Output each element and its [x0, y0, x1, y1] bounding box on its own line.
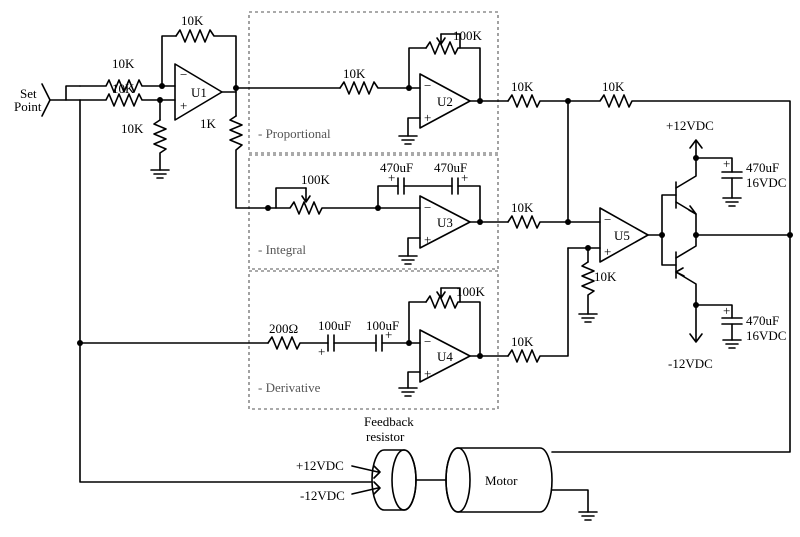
- u2-ground: [398, 117, 421, 145]
- u1-feedback-resistor: [161, 29, 237, 89]
- svg-text:+: +: [424, 110, 431, 125]
- u5-opamp: − +: [599, 207, 649, 263]
- u3-input-pot-label: 100K: [301, 172, 331, 187]
- bottom-cap-voltage: 16VDC: [746, 328, 786, 343]
- u2-ref: U2: [437, 94, 453, 109]
- npn-transistor: [675, 157, 697, 236]
- svg-text:+: +: [461, 170, 468, 185]
- u1-output-resistor: [229, 115, 269, 209]
- derivative-cap2-label: 100uF: [366, 318, 399, 333]
- u4-opamp: − +: [419, 329, 471, 383]
- derivative-cap1-label: 100uF: [318, 318, 351, 333]
- u5-feedback-resistor: [567, 94, 791, 233]
- u3-cap2-label: 470uF: [434, 160, 467, 175]
- derivative-output-resistor: [507, 247, 569, 363]
- u1-ground-resistor: [150, 99, 170, 179]
- top-cap-value: 470uF: [746, 160, 779, 175]
- set-point-label-line1: Set: [20, 86, 37, 101]
- svg-text:−: −: [180, 67, 187, 82]
- svg-text:+: +: [723, 156, 730, 171]
- u1-input-resistor-top: [79, 79, 163, 93]
- proportional-input-resistor-label: 10K: [343, 66, 366, 81]
- derivative-capacitors: + +: [318, 327, 421, 359]
- svg-text:+: +: [723, 303, 730, 318]
- u3-feedback-capacitors: + +: [377, 170, 481, 221]
- integral-output-resistor: [507, 215, 569, 229]
- pnp-transistor: [675, 234, 697, 306]
- svg-text:+: +: [180, 98, 187, 113]
- feedback-positive-label: +12VDC: [296, 458, 344, 473]
- integral-section-label: - Integral: [258, 242, 306, 257]
- set-point-label-line2: Point: [14, 99, 42, 114]
- u1-feedback-resistor-label: 10K: [181, 13, 204, 28]
- set-point-input: [41, 83, 81, 117]
- svg-text:−: −: [604, 212, 611, 227]
- proportional-output-resistor-label: 10K: [511, 79, 534, 94]
- positive-rail-label: +12VDC: [666, 118, 714, 133]
- u1-input-resistor-top-label: 10K: [112, 56, 135, 71]
- svg-text:+: +: [604, 244, 611, 259]
- svg-text:+: +: [424, 366, 431, 381]
- u5-ground-resistor-label: 10K: [594, 269, 617, 284]
- positive-rail: +: [689, 139, 743, 207]
- u3-ground: [398, 237, 421, 265]
- derivative-input-resistor-label: 200Ω: [269, 321, 298, 336]
- svg-text:−: −: [424, 334, 431, 349]
- integral-section-box: [248, 154, 499, 270]
- derivative-section-label: - Derivative: [258, 380, 321, 395]
- u1-input-resistor-bottom-label: 10K: [112, 81, 135, 96]
- feedback-negative-label: -12VDC: [300, 488, 345, 503]
- u3-opamp: − +: [419, 195, 471, 249]
- u5-ground-resistor: [578, 247, 598, 323]
- svg-text:+: +: [318, 344, 325, 359]
- negative-rail-label: -12VDC: [668, 356, 713, 371]
- bottom-cap-value: 470uF: [746, 313, 779, 328]
- u2-feedback-pot: [408, 33, 481, 101]
- feedback-resistor-label-line1: Feedback: [364, 414, 414, 429]
- svg-text:−: −: [424, 78, 431, 93]
- u4-ground: [398, 371, 421, 397]
- negative-rail: +: [689, 303, 743, 349]
- proportional-input-resistor: [339, 81, 421, 95]
- u1-output-resistor-label: 1K: [200, 116, 217, 131]
- motor-label: Motor: [485, 473, 518, 488]
- u4-feedback-pot-label: 100K: [456, 284, 486, 299]
- u2-opamp: − +: [419, 73, 471, 129]
- u1-ref: U1: [191, 85, 207, 100]
- u1-opamp: − +: [174, 63, 223, 121]
- top-cap-voltage: 16VDC: [746, 175, 786, 190]
- motor: [445, 447, 598, 521]
- u3-ref: U3: [437, 215, 453, 230]
- derivative-section-box: [248, 270, 499, 410]
- svg-text:+: +: [388, 170, 395, 185]
- feedback-resistor: [351, 449, 417, 511]
- feedback-resistor-label-line2: resistor: [366, 429, 405, 444]
- u5-ref: U5: [614, 228, 630, 243]
- u4-feedback-pot: [408, 287, 481, 355]
- u4-ref: U4: [437, 349, 453, 364]
- derivative-input-resistor: [267, 336, 329, 350]
- u1-ground-resistor-label: 10K: [121, 121, 144, 136]
- svg-text:+: +: [424, 232, 431, 247]
- derivative-output-resistor-label: 10K: [511, 334, 534, 349]
- svg-text:−: −: [424, 200, 431, 215]
- proportional-output-resistor: [507, 94, 569, 108]
- u3-input-pot: [267, 187, 379, 215]
- integral-output-resistor-label: 10K: [511, 200, 534, 215]
- svg-text:+: +: [385, 327, 392, 342]
- u1-input-resistor-bottom: [79, 93, 176, 107]
- u3-cap1-label: 470uF: [380, 160, 413, 175]
- proportional-section-box: [248, 11, 499, 154]
- proportional-section-label: - Proportional: [258, 126, 331, 141]
- u5-feedback-resistor-label: 10K: [602, 79, 625, 94]
- u2-feedback-pot-label: 100K: [453, 28, 483, 43]
